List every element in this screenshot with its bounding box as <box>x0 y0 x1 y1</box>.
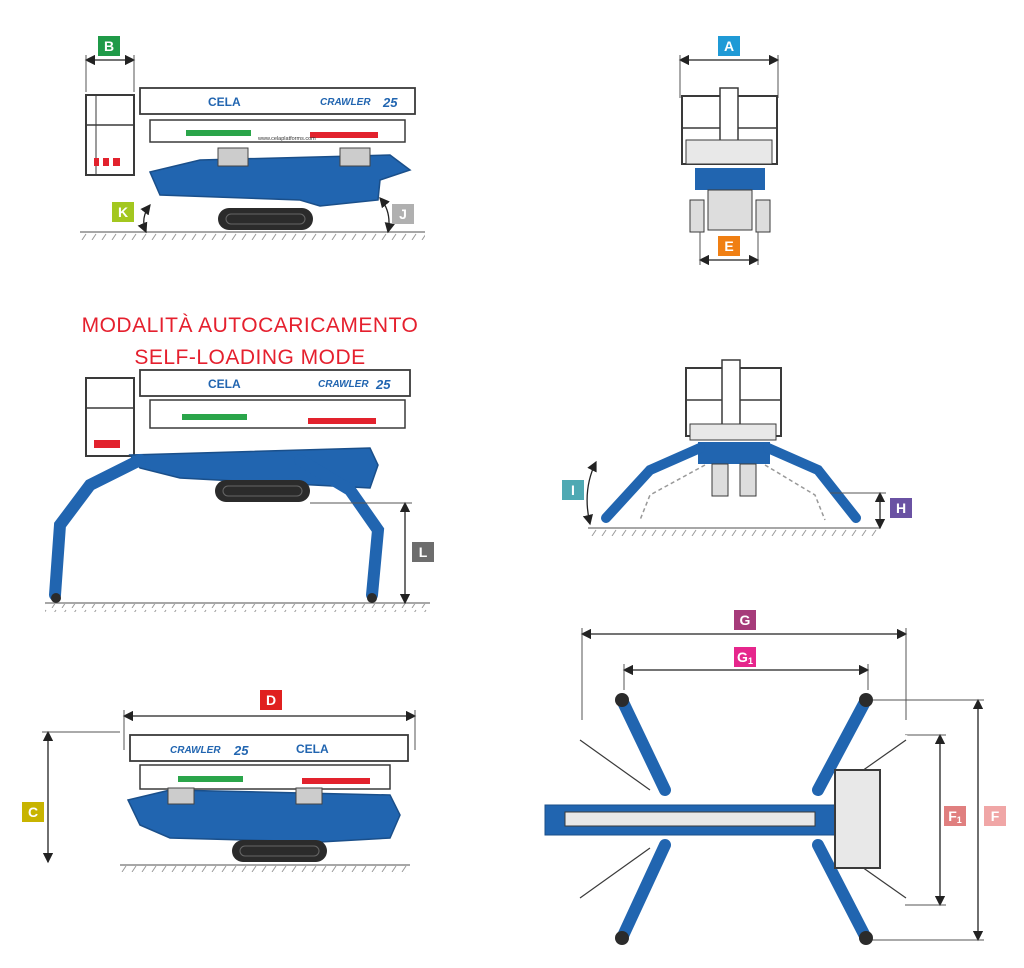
model-number-text-3: 25 <box>233 743 249 758</box>
model-number-text: 25 <box>382 95 398 110</box>
model-text-2: CRAWLER <box>318 379 369 390</box>
front-view-outriggers <box>582 359 886 537</box>
label-l: L <box>412 542 434 562</box>
side-view-stowed: CRAWLER 25 CELA <box>42 710 417 874</box>
logo-text-2: CELA <box>208 377 241 391</box>
side-view-self-loading: CELA CRAWLER 25 <box>45 369 430 612</box>
label-f1: F1 <box>944 806 966 826</box>
label-c: C <box>22 802 44 822</box>
label-j: J <box>392 204 414 224</box>
side-view-travel: CELA CRAWLER 25 www.celaplatforms.com <box>80 54 425 241</box>
label-g1: G1 <box>734 647 756 667</box>
logo-text-3: CELA <box>296 742 329 756</box>
top-view-outriggers <box>544 628 984 945</box>
label-b: B <box>98 36 120 56</box>
label-k: K <box>112 202 134 222</box>
logo-text: CELA <box>208 95 241 109</box>
model-number-text-2: 25 <box>375 377 391 392</box>
mode-title-italian: MODALITÀ AUTOCARICAMENTO <box>81 314 419 337</box>
label-a: A <box>718 36 740 56</box>
label-f: F <box>984 806 1006 826</box>
model-text-3: CRAWLER <box>170 745 221 756</box>
label-e: E <box>718 236 740 256</box>
label-i: I <box>562 480 584 500</box>
label-h: H <box>890 498 912 518</box>
model-text: CRAWLER <box>320 97 371 108</box>
front-view-travel <box>678 54 780 266</box>
website-text: www.celaplatforms.com <box>257 136 316 142</box>
label-d: D <box>260 690 282 710</box>
mode-title-english: SELF-LOADING MODE <box>134 346 366 369</box>
label-g: G <box>734 610 756 630</box>
